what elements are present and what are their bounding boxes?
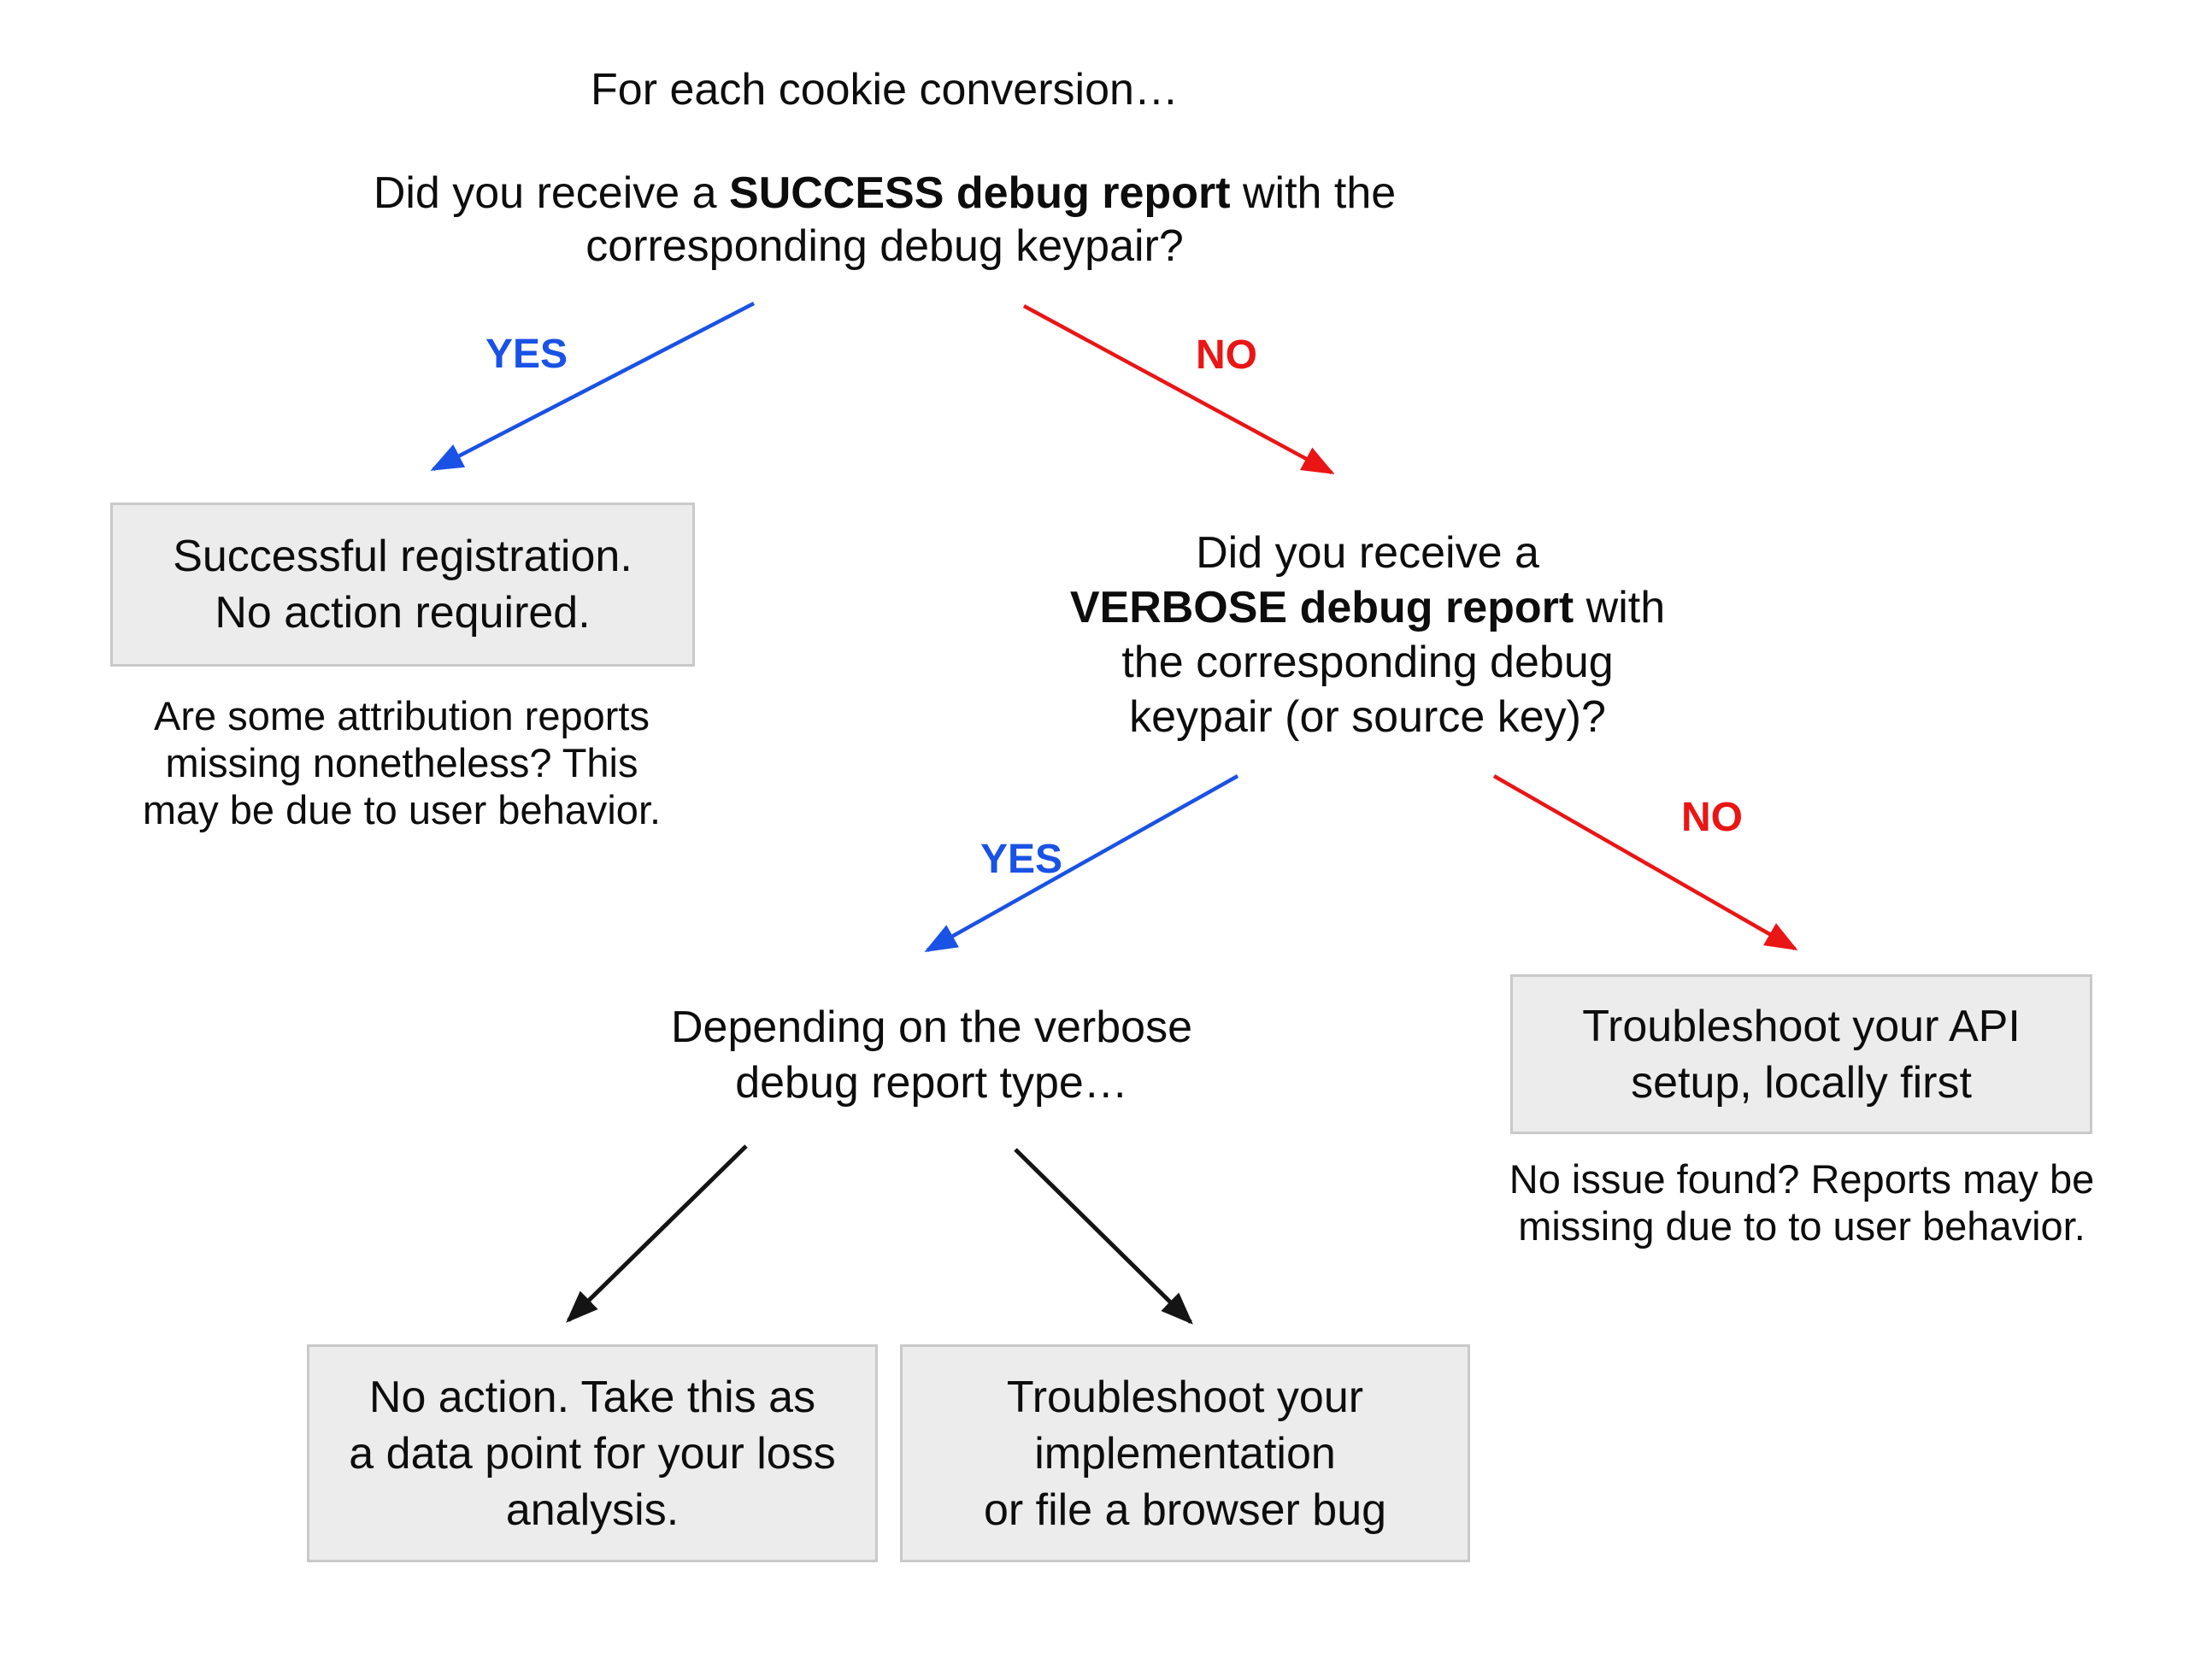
no-label-level1: NO	[1196, 332, 1257, 378]
success-box-line1: Successful registration.	[173, 532, 632, 581]
verbose-question-line1: Did you receive a	[1196, 528, 1539, 578]
verbose-question-line3: the corresponding debug	[1121, 638, 1614, 687]
no-label-level2: NO	[1681, 794, 1743, 840]
loss-box-line1: No action. Take this as	[368, 1372, 816, 1422]
yes-label-level1: YES	[485, 331, 568, 377]
api-box-line2: setup, locally first	[1631, 1057, 1972, 1108]
api-note-line2: missing due to to user behavior.	[1518, 1203, 2086, 1249]
api-box-line1: Troubleshoot your API	[1582, 1001, 2021, 1051]
yes-arrow-level2	[924, 774, 1239, 952]
success-note-line1: Are some attribution reports	[154, 693, 650, 738]
implementation-troubleshoot-box: Troubleshoot your implementation or file…	[900, 1344, 1470, 1562]
impl-box-line2: implementation	[1034, 1428, 1336, 1479]
verbose-question-line2: VERBOSE debug report with	[1069, 583, 1666, 632]
root-question-line2: Did you receive a SUCCESS debug report w…	[373, 168, 1397, 218]
depending-node: Depending on the verbose debug report ty…	[547, 1000, 1316, 1111]
depending-node-line1: Depending on the verbose	[670, 1002, 1192, 1052]
api-note-line1: No issue found? Reports may be	[1509, 1156, 2095, 1202]
no-arrow-level1	[1022, 304, 1335, 474]
verbose-branch-arrow-right	[1014, 1148, 1193, 1325]
root-question-intro: For each cookie conversion…	[591, 65, 1179, 115]
yes-label-level2: YES	[980, 836, 1063, 882]
loss-analysis-box: No action. Take this as a data point for…	[307, 1344, 878, 1562]
success-box-line2: No action required.	[215, 588, 591, 638]
success-registration-box: Successful registration. No action requi…	[110, 503, 695, 667]
loss-box-line3: analysis.	[505, 1485, 679, 1535]
impl-box-line1: Troubleshoot your	[1006, 1372, 1364, 1422]
verbose-question: Did you receive a VERBOSE debug report w…	[940, 526, 1795, 744]
api-note: No issue found? Reports may be missing d…	[1477, 1155, 2127, 1249]
loss-box-line2: a data point for your loss	[349, 1428, 836, 1479]
success-note-line2: missing nonetheless? This	[165, 740, 638, 785]
yes-arrow-level1	[430, 302, 756, 471]
success-note: Are some attribution reports missing non…	[103, 692, 701, 833]
no-arrow-level2	[1492, 774, 1798, 950]
verbose-question-line4: keypair (or source key)?	[1129, 692, 1606, 742]
api-troubleshoot-box: Troubleshoot your API setup, locally fir…	[1510, 974, 2092, 1134]
depending-node-line2: debug report type…	[735, 1058, 1128, 1108]
impl-box-line3: or file a browser bug	[983, 1485, 1387, 1535]
root-question-line3: corresponding debug keypair?	[585, 221, 1184, 271]
success-note-line3: may be due to user behavior.	[142, 787, 662, 832]
root-question: Did you receive a SUCCESS debug report w…	[115, 167, 1654, 273]
verbose-branch-arrow-left	[566, 1144, 748, 1323]
